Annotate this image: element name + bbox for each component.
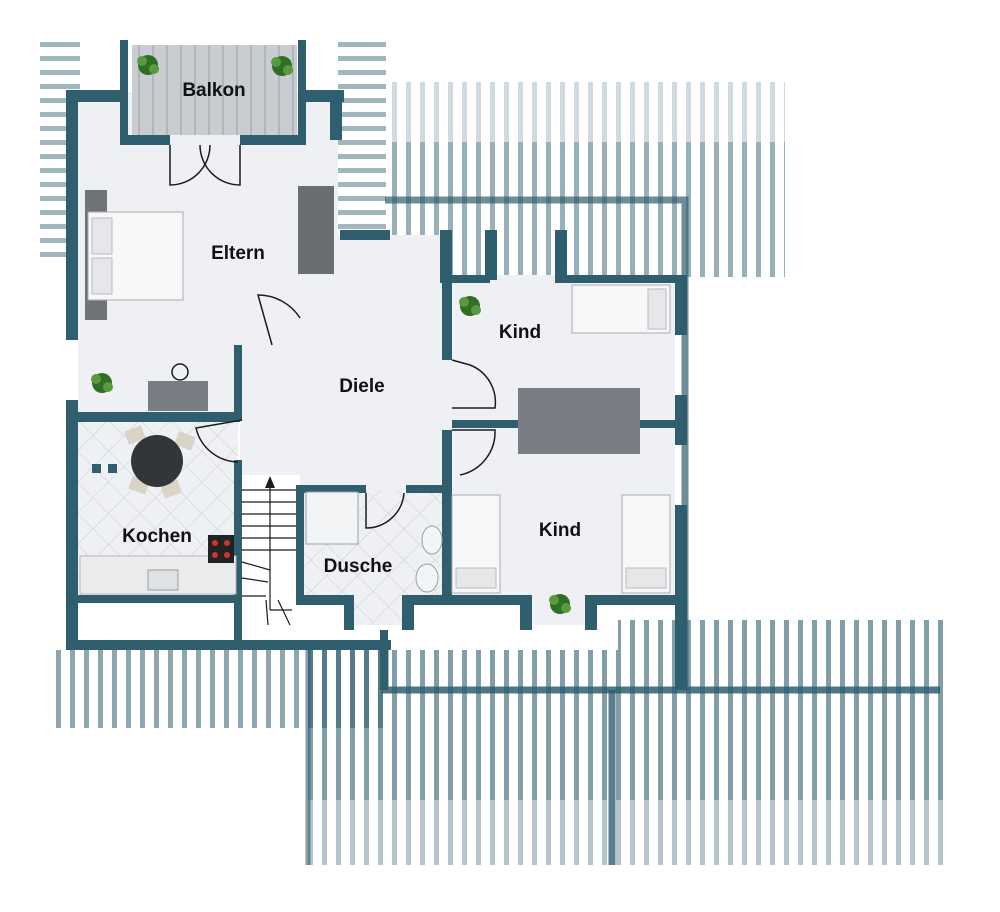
room-label-diele: Diele [339, 376, 384, 397]
plants [91, 55, 571, 614]
toilet [415, 563, 439, 593]
room-label-kind-bottom: Kind [539, 520, 581, 541]
washbasin [421, 525, 443, 555]
room-label-balkon: Balkon [182, 80, 245, 101]
single-bed [621, 494, 671, 594]
dining-table [124, 425, 196, 499]
roof-area [40, 40, 948, 865]
wardrobe [298, 186, 334, 274]
room-label-kochen: Kochen [122, 526, 192, 547]
logo-mark: VP [65, 621, 80, 640]
single-bed [451, 494, 501, 594]
stove [208, 535, 234, 563]
logo-text: VON POLL [66, 572, 76, 620]
furniture [79, 186, 671, 595]
sink [147, 569, 179, 591]
room-label-dusche: Dusche [324, 556, 393, 577]
walls [66, 40, 687, 690]
plant-icon [549, 594, 571, 614]
plant-icon [91, 373, 113, 393]
plant-icon [271, 56, 293, 76]
room-label-eltern: Eltern [211, 243, 265, 264]
single-bed [571, 284, 671, 334]
double-bed [85, 190, 184, 320]
long-desk [518, 388, 640, 454]
room-labels: Balkon Eltern Kind Diele Kochen Dusche K… [122, 80, 581, 577]
plant-icon [137, 55, 159, 75]
doors [169, 144, 497, 529]
logo: VP VON POLL [65, 572, 80, 640]
shower-tray [305, 491, 359, 545]
desk [148, 363, 208, 411]
room-label-kind-top: Kind [499, 322, 541, 343]
staircase [241, 476, 300, 626]
plant-icon [459, 296, 481, 316]
